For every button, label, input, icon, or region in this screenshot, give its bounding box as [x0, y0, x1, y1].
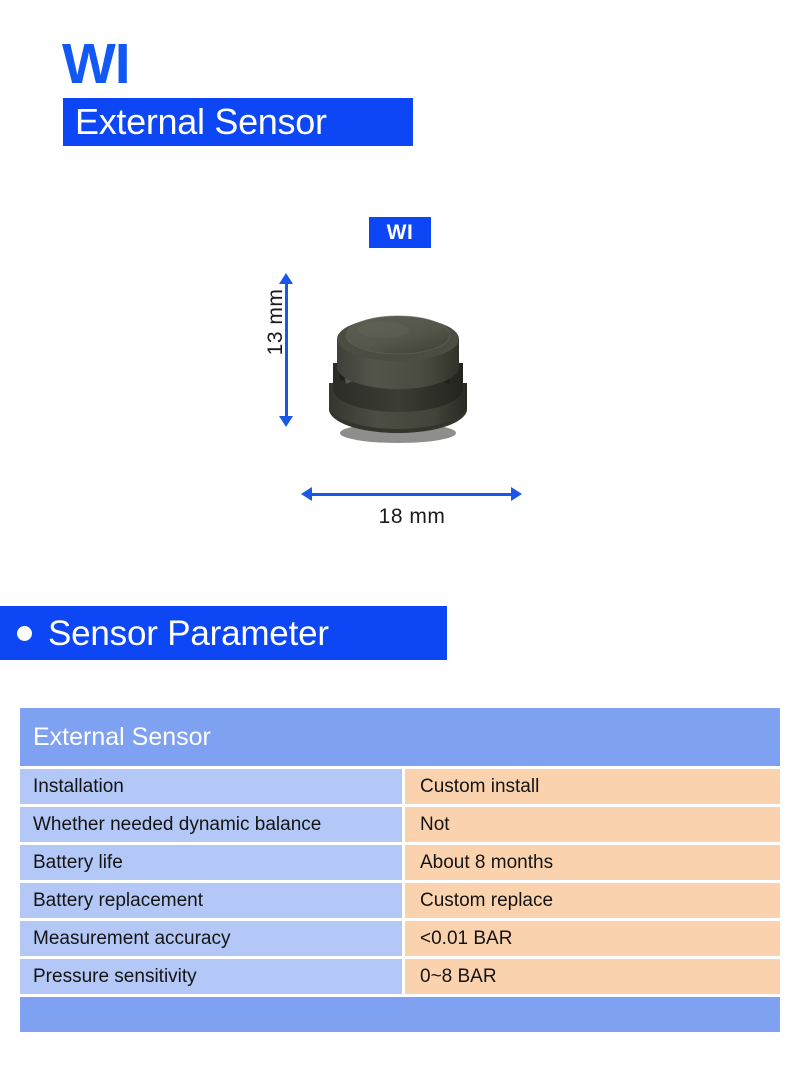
dimension-line-horizontal	[312, 493, 512, 496]
table-row: Battery life About 8 months	[20, 845, 780, 880]
table-footer-row	[20, 997, 780, 1032]
sensor-product-image	[329, 315, 467, 443]
dimension-arrow-left-icon	[301, 487, 312, 501]
table-value-text: About 8 months	[420, 852, 554, 873]
table-row: Battery replacement Custom replace	[20, 883, 780, 918]
table-cell-key: Pressure sensitivity	[20, 959, 402, 994]
dimension-line-vertical	[285, 280, 288, 420]
table-cell-value: Custom replace	[405, 883, 780, 918]
page-title: External Sensor	[75, 101, 327, 142]
table-value-text: Not	[420, 814, 450, 835]
table-value-text: 0~8 BAR	[420, 966, 497, 987]
section-heading-bar: Sensor Parameter	[0, 606, 447, 660]
table-header-label: External Sensor	[33, 722, 211, 751]
table-key-text: Battery life	[33, 852, 123, 873]
width-dimension-label: 18 mm	[378, 505, 446, 528]
page-title-bar: External Sensor	[63, 98, 413, 146]
table-cell-key: Installation	[20, 769, 402, 804]
table-key-text: Battery replacement	[33, 890, 204, 911]
section-heading-label: Sensor Parameter	[48, 613, 329, 653]
table-value-text: <0.01 BAR	[420, 928, 513, 949]
table-cell-value: Custom install	[405, 769, 780, 804]
table-value-text: Custom install	[420, 776, 540, 797]
sensor-parameter-table: External Sensor Installation Custom inst…	[20, 708, 780, 1032]
table-key-text: Measurement accuracy	[33, 928, 231, 949]
bullet-icon	[17, 625, 32, 641]
table-cell-key: Measurement accuracy	[20, 921, 402, 956]
product-figure: WI 13 mm	[0, 200, 800, 560]
product-badge: WI	[369, 217, 431, 248]
table-cell-value: Not	[405, 807, 780, 842]
table-cell-key: Whether needed dynamic balance	[20, 807, 402, 842]
table-cell-key: Battery life	[20, 845, 402, 880]
height-dimension-label: 13 mm	[264, 288, 287, 356]
table-key-text: Pressure sensitivity	[33, 966, 197, 987]
table-cell-value: <0.01 BAR	[405, 921, 780, 956]
brand-wordmark: WI	[62, 32, 131, 96]
table-value-text: Custom replace	[420, 890, 554, 911]
dimension-arrow-down-icon	[279, 416, 293, 427]
table-header-row: External Sensor	[20, 708, 780, 766]
dimension-arrow-right-icon	[511, 487, 522, 501]
table-cell-value: About 8 months	[405, 845, 780, 880]
table-row: Whether needed dynamic balance Not	[20, 807, 780, 842]
product-badge-label: WI	[386, 221, 414, 244]
table-key-text: Installation	[33, 776, 124, 797]
dimension-arrow-up-icon	[279, 273, 293, 284]
table-cell-key: Battery replacement	[20, 883, 402, 918]
table-row: Pressure sensitivity 0~8 BAR	[20, 959, 780, 994]
table-cell-value: 0~8 BAR	[405, 959, 780, 994]
table-key-text: Whether needed dynamic balance	[33, 814, 322, 835]
table-row: Measurement accuracy <0.01 BAR	[20, 921, 780, 956]
table-row: Installation Custom install	[20, 769, 780, 804]
